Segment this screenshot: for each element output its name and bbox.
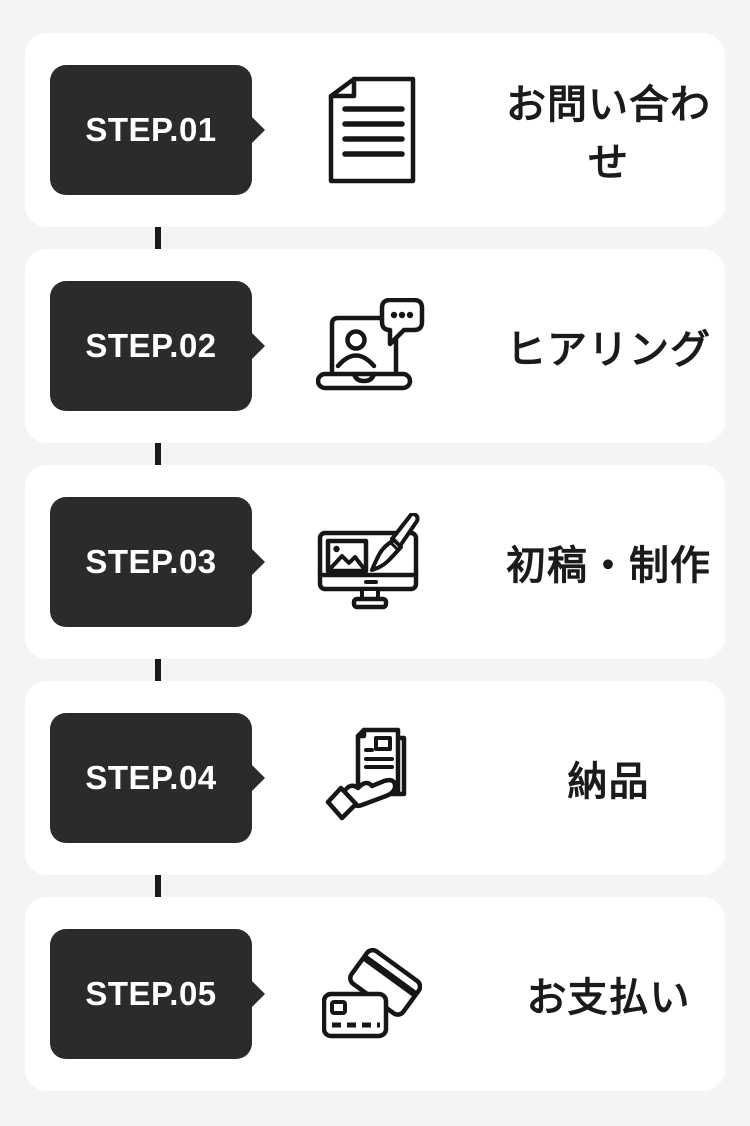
step-connector	[155, 227, 161, 249]
step-title: お支払い	[526, 975, 691, 1021]
step-connector	[155, 875, 161, 897]
step-connector	[155, 659, 161, 681]
step-connector	[155, 443, 161, 465]
step-badge: STEP.03	[50, 497, 265, 627]
credit-cards-icon	[322, 947, 422, 1039]
arrow-right-icon	[251, 548, 265, 576]
arrow-right-icon	[251, 116, 265, 144]
step-badge: STEP.04	[50, 713, 265, 843]
step-icon-wrap	[252, 946, 492, 1042]
step-badge-label: STEP.03	[85, 543, 217, 580]
step-badge: STEP.05	[50, 929, 265, 1059]
step-badge-label: STEP.01	[85, 111, 217, 148]
step-title: 納品	[567, 759, 650, 805]
step-title: お問い合わせ	[506, 82, 711, 186]
step-title: 初稿・制作	[506, 543, 711, 589]
step-title: ヒアリング	[506, 327, 711, 373]
step-card-4: STEP.04 納品	[25, 681, 725, 875]
arrow-right-icon	[251, 332, 265, 360]
design-monitor-icon	[317, 513, 420, 610]
step-badge: STEP.01	[50, 65, 265, 195]
arrow-right-icon	[251, 764, 265, 792]
process-flow: STEP.01 お問い合わせ STEP.02	[25, 33, 725, 1091]
step-icon-wrap	[252, 76, 492, 184]
step-badge-label: STEP.05	[85, 975, 217, 1012]
step-badge-label: STEP.04	[85, 759, 217, 796]
step-card-3: STEP.03 初稿・制作	[25, 465, 725, 659]
step-badge-label: STEP.02	[85, 327, 217, 364]
step-badge: STEP.02	[50, 281, 265, 411]
step-icon-wrap	[252, 726, 492, 830]
arrow-right-icon	[251, 980, 265, 1008]
step-card-1: STEP.01 お問い合わせ	[25, 33, 725, 227]
step-card-2: STEP.02 ヒアリング	[25, 249, 725, 443]
step-card-5: STEP.05 お支払い	[25, 897, 725, 1091]
hand-delivery-icon	[325, 727, 407, 821]
step-icon-wrap	[252, 513, 492, 611]
document-icon	[328, 76, 416, 184]
online-meeting-icon	[316, 298, 425, 391]
step-icon-wrap	[252, 298, 492, 394]
